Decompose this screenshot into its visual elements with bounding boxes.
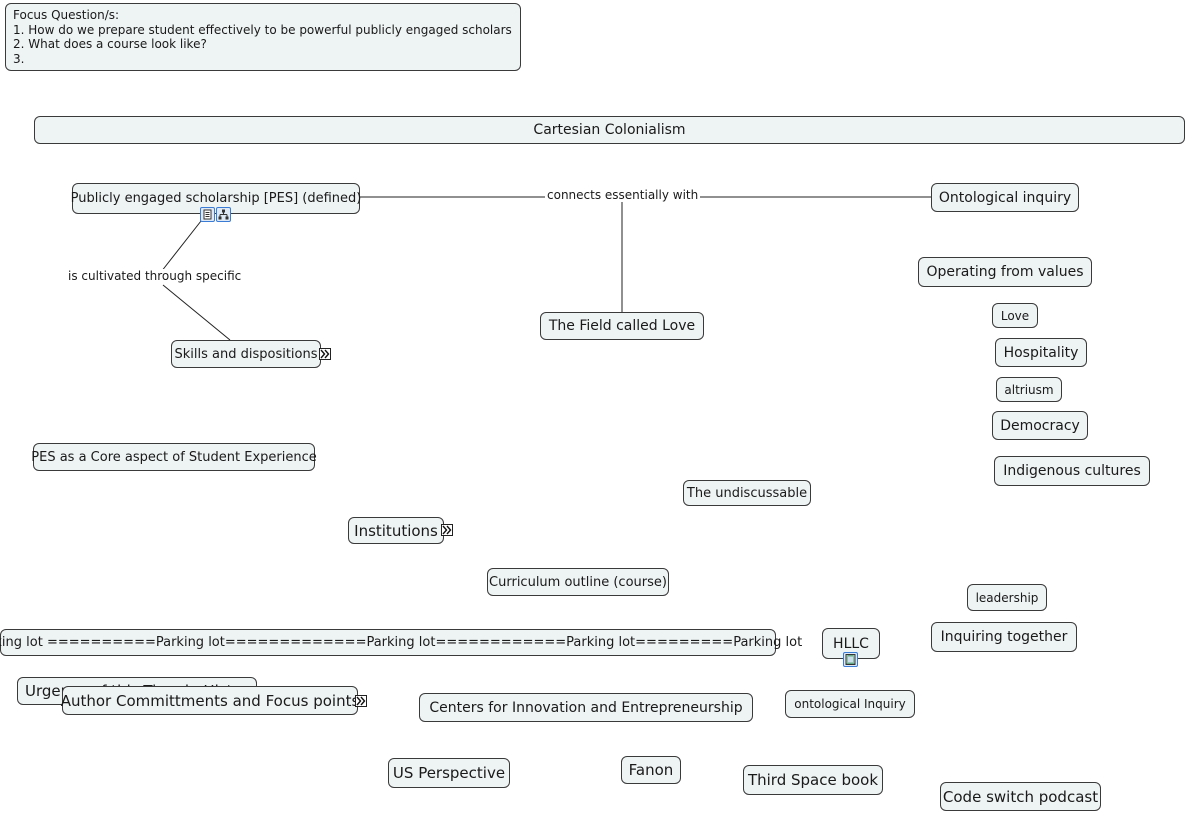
concept-label: Skills and dispositions <box>174 346 318 362</box>
concept-label: Hospitality <box>1003 344 1079 361</box>
concept-us-perspective[interactable]: US Perspective <box>388 758 510 788</box>
concept-label: Centers for Innovation and Entrepreneurs… <box>429 699 743 716</box>
concept-field-called-love[interactable]: The Field called Love <box>540 312 704 340</box>
focus-question-box[interactable]: Focus Question/s: 1. How do we prepare s… <box>5 3 521 71</box>
expand-arrows-icon[interactable] <box>441 524 453 536</box>
concept-code-switch-podcast[interactable]: Code switch podcast <box>940 782 1101 811</box>
concept-skills-dispositions[interactable]: Skills and dispositions <box>171 340 321 368</box>
parking-lot-divider[interactable]: Parking lot ==========Parking lot=======… <box>0 629 802 656</box>
concept-label: leadership <box>975 590 1039 605</box>
link-label-connects: connects essentially with <box>545 188 701 202</box>
focus-question-2: 2. What does a course look like? <box>13 37 207 51</box>
concept-label: Parking lot ==========Parking lot=======… <box>0 635 803 650</box>
concept-label: ontological Inquiry <box>794 697 906 711</box>
concept-label: Cartesian Colonialism <box>533 122 686 138</box>
concept-hospitality[interactable]: Hospitality <box>995 338 1087 367</box>
concept-ontological-inquiry-2[interactable]: ontological Inquiry <box>785 690 915 718</box>
concept-democracy[interactable]: Democracy <box>992 411 1088 440</box>
concept-label: US Perspective <box>392 764 506 782</box>
concept-label: altriusm <box>1004 382 1054 397</box>
concept-label: Democracy <box>1000 417 1080 434</box>
concept-leadership[interactable]: leadership <box>967 584 1047 611</box>
note-icon[interactable] <box>200 207 215 222</box>
film-icon[interactable] <box>843 652 858 667</box>
concept-pes-defined[interactable]: Publicly engaged scholarship [PES] (defi… <box>70 183 362 214</box>
focus-title: Focus Question/s: <box>13 8 120 22</box>
concept-label: Love <box>1000 308 1030 323</box>
expand-arrows-icon[interactable] <box>319 348 331 360</box>
concept-label: Curriculum outline (course) <box>489 574 667 590</box>
concept-pes-core-aspect[interactable]: PES as a Core aspect of Student Experien… <box>31 443 317 471</box>
concept-label: Author Committments and Focus points <box>60 691 360 710</box>
concept-undiscussable[interactable]: The undiscussable <box>683 480 811 506</box>
expand-arrows-icon[interactable] <box>355 695 367 707</box>
concept-love[interactable]: Love <box>992 303 1038 328</box>
concept-operating-from-values[interactable]: Operating from values <box>918 257 1092 287</box>
concept-indigenous-cultures[interactable]: Indigenous cultures <box>994 456 1150 486</box>
concept-label: Inquiring together <box>940 629 1068 645</box>
concept-ontological-inquiry[interactable]: Ontological inquiry <box>931 183 1079 212</box>
focus-question-1: 1. How do we prepare student effectively… <box>13 22 512 37</box>
concept-third-space-book[interactable]: Third Space book <box>743 765 883 795</box>
concept-centers-innovation[interactable]: Centers for Innovation and Entrepreneurs… <box>419 693 753 722</box>
concept-altriusm[interactable]: altriusm <box>996 377 1062 402</box>
concept-label: Third Space book <box>747 771 879 789</box>
concept-cartesian-colonialism[interactable]: Cartesian Colonialism <box>34 116 1185 144</box>
concept-label: Publicly engaged scholarship [PES] (defi… <box>70 191 362 206</box>
concept-label: Institutions <box>354 521 438 540</box>
concept-label: Operating from values <box>926 264 1084 280</box>
focus-question-3: 3. <box>13 51 25 66</box>
concept-curriculum-outline[interactable]: Curriculum outline (course) <box>487 568 669 596</box>
concept-label: Code switch podcast <box>942 787 1099 806</box>
concept-institutions[interactable]: Institutions <box>348 517 444 544</box>
concept-label: Ontological inquiry <box>938 189 1072 206</box>
concept-label: Fanon <box>628 761 674 779</box>
concept-label: HLLC <box>833 635 869 652</box>
concept-label: The undiscussable <box>686 485 808 501</box>
concept-fanon[interactable]: Fanon <box>621 756 681 784</box>
concept-author-committments[interactable]: Author Committments and Focus points <box>60 686 360 715</box>
concept-label: Indigenous cultures <box>1003 463 1141 479</box>
concept-label: PES as a Core aspect of Student Experien… <box>31 449 317 465</box>
concept-inquiring-together[interactable]: Inquiring together <box>931 622 1077 652</box>
concept-label: The Field called Love <box>548 318 696 334</box>
link-label-cultivated: is cultivated through specific <box>66 269 244 283</box>
hierarchy-icon[interactable] <box>216 207 231 222</box>
